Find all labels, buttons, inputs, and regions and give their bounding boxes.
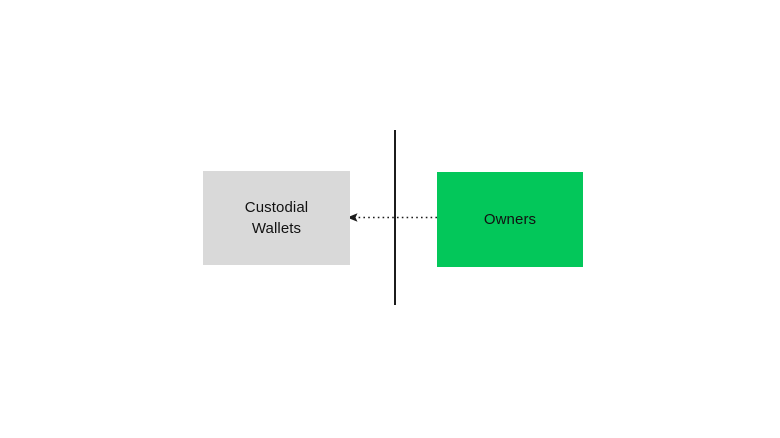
node-owners[interactable]: Owners [437, 172, 583, 267]
dotted-arrow-icon [347, 213, 437, 222]
node-custodial-wallets-label: Custodial Wallets [244, 198, 309, 237]
node-owners-label: Owners [483, 210, 537, 228]
edge-owners-to-custodial-wallets[interactable] [344, 208, 440, 228]
node-custodial-wallets[interactable]: Custodial Wallets [203, 171, 350, 265]
trust-boundary-divider-line [394, 130, 396, 305]
